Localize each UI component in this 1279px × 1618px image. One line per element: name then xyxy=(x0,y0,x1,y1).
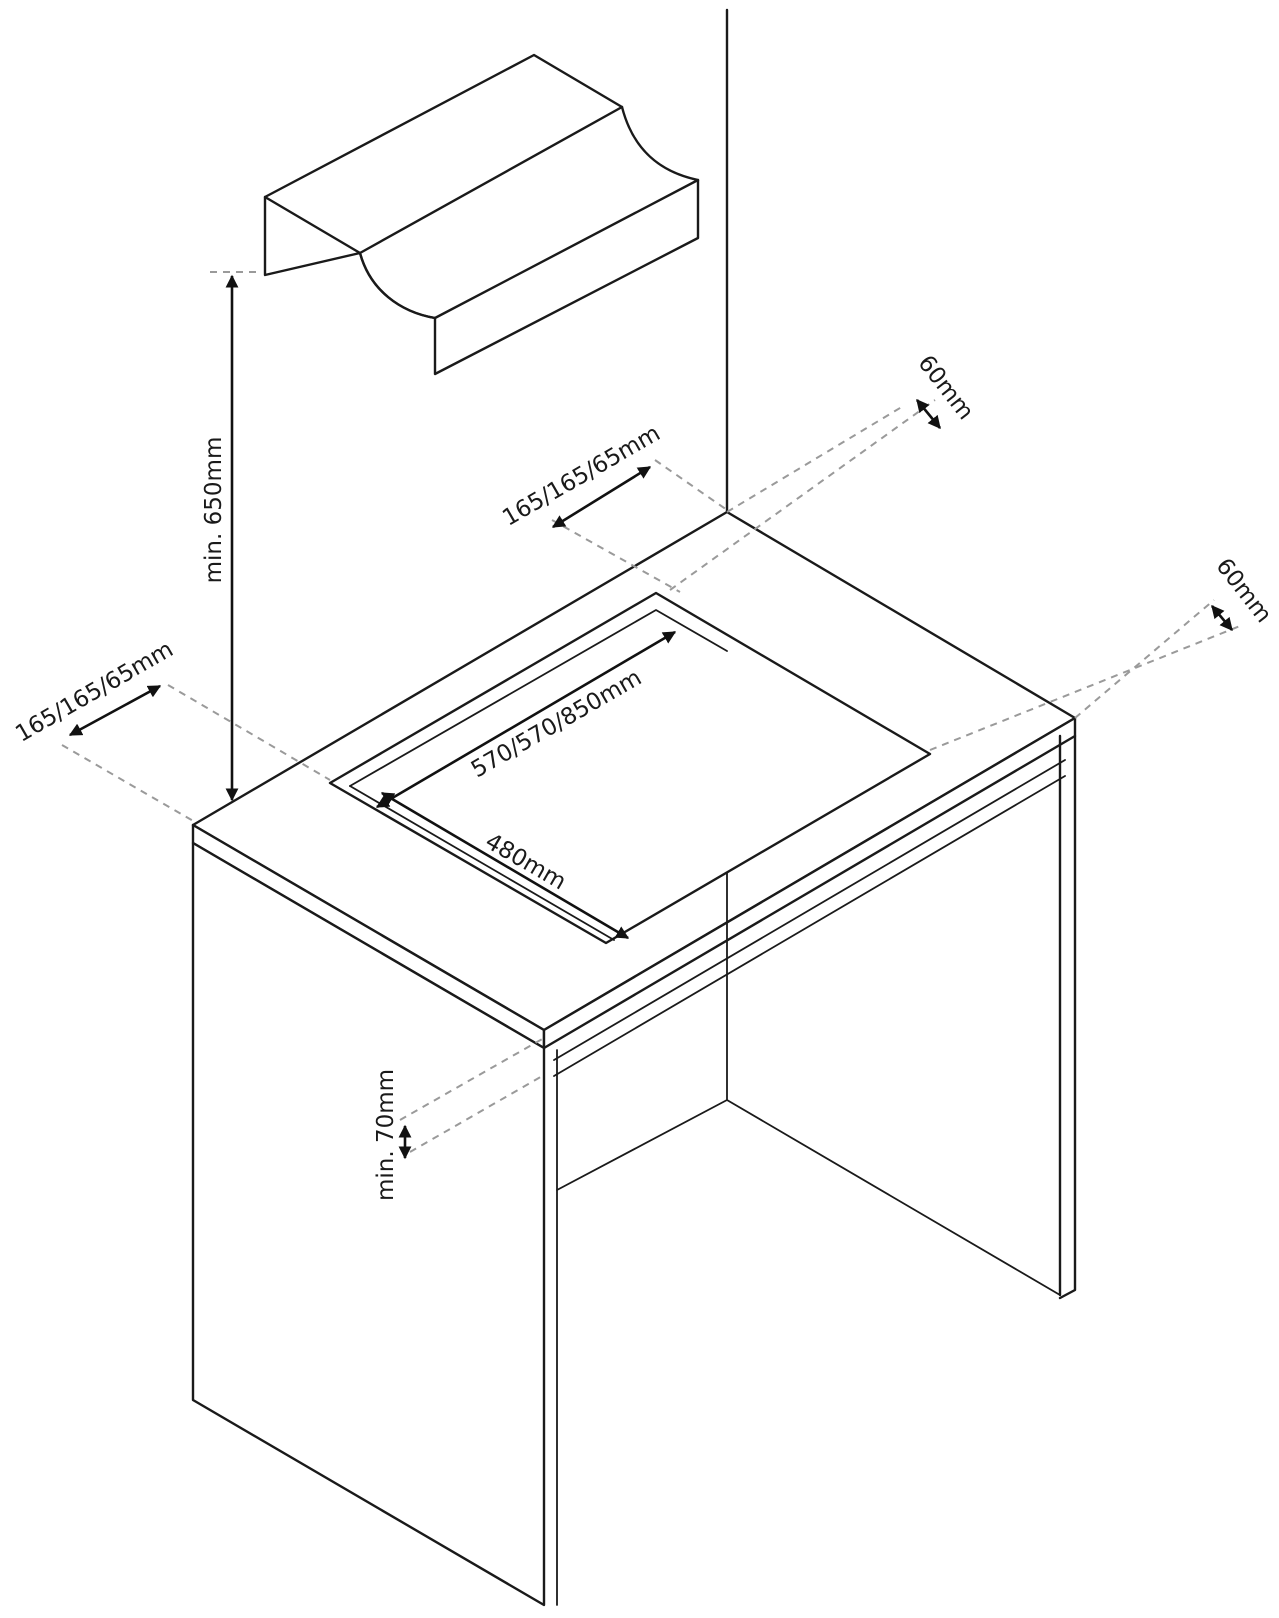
cutout-depth-arrow xyxy=(380,791,630,940)
below-gap-label: min. 70mm xyxy=(373,1069,399,1201)
side-back-arrow xyxy=(551,465,652,529)
side-back-label: 165/165/65mm xyxy=(498,420,665,531)
side-left-label: 165/165/65mm xyxy=(11,636,178,747)
cutout-width-arrow xyxy=(375,630,677,809)
hood-clearance-label: min. 650mm xyxy=(201,437,227,584)
back-right-arrow xyxy=(915,398,942,430)
clearance-guides xyxy=(61,271,1241,1153)
front-right-arrow xyxy=(1211,605,1233,631)
side-left-arrow xyxy=(68,684,162,737)
back-right-label: 60mm xyxy=(912,350,978,424)
dimension-arrows xyxy=(68,274,1233,1160)
extractor-hood xyxy=(263,53,700,376)
